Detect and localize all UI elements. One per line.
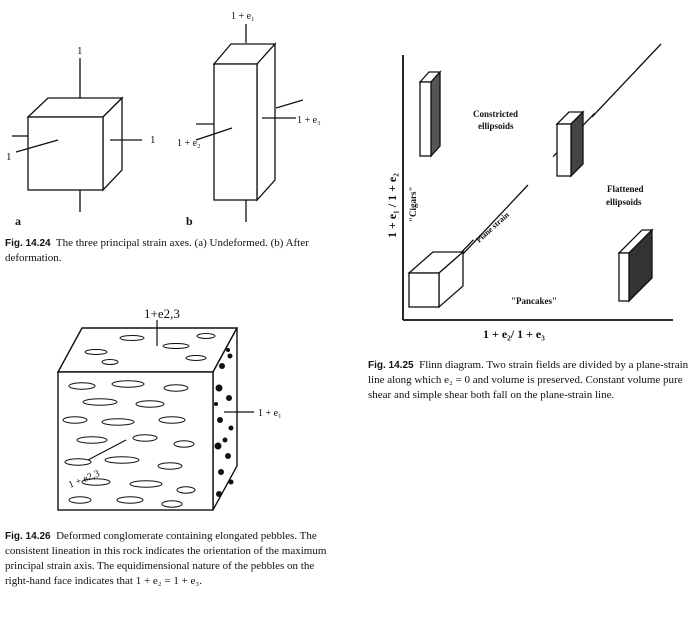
elongated-pebble — [82, 398, 118, 406]
caption-fig-14-26: Fig. 14.26 Deformed conglomerate contain… — [5, 529, 340, 589]
round-pebble — [228, 479, 234, 485]
flinn-x-axis-label: 1 + e₂/ 1 + e₃ — [483, 327, 545, 341]
round-pebble — [214, 442, 222, 450]
elongated-pebble — [176, 486, 196, 494]
round-pebble — [219, 363, 225, 369]
axis-one-top: 1 — [77, 45, 83, 57]
elongated-pebble — [157, 462, 183, 470]
round-pebble — [228, 425, 234, 431]
flinn-y-axis-label: 1 + e₁ / 1 + e₂ — [385, 173, 399, 238]
elongated-pebble — [135, 400, 165, 408]
axis-one-right: 1 — [150, 134, 156, 146]
caption-fig-14-24-text: The three principal strain axes. (a) Und… — [5, 237, 309, 264]
caption-fig-14-25-number: Fig. 14.25 — [368, 360, 414, 371]
round-pebble — [227, 353, 233, 359]
elongated-pebble — [119, 335, 145, 341]
elongated-pebble — [162, 343, 190, 349]
plane-strain-line — [431, 43, 662, 284]
round-pebble — [215, 384, 223, 392]
round-pebble — [222, 437, 228, 443]
caption-fig-14-24: Fig. 14.24 The three principal strain ax… — [5, 236, 330, 266]
round-pebble — [225, 453, 231, 459]
round-pebble — [217, 417, 223, 423]
elongated-pebble — [116, 496, 144, 504]
elongated-pebble — [81, 478, 111, 486]
elongated-pebble — [68, 382, 96, 390]
elongated-pebble — [101, 418, 135, 426]
elongated-pebble — [64, 458, 92, 466]
elongated-pebble — [163, 384, 189, 392]
axis-one-left: 1 — [6, 151, 12, 163]
flattened-label-line2: ellipsoids — [606, 197, 642, 207]
pancakes-label: "Pancakes" — [511, 296, 557, 306]
constricted-ellipsoid-shape — [555, 110, 585, 178]
caption-fig-14-25-text: Flinn diagram. Two strain fields are div… — [368, 359, 689, 401]
round-pebble — [218, 469, 224, 475]
panel-label-b: b — [186, 214, 193, 228]
elongated-pebble — [111, 380, 145, 388]
fig-14-26-right-label: 1 + e₁ — [258, 408, 282, 419]
constricted-label-line1: Constricted — [473, 109, 518, 119]
elongated-pebble — [62, 416, 88, 424]
elongated-pebble — [173, 440, 195, 448]
axis-e2-label: 1 + e₂ — [177, 138, 201, 149]
caption-fig-14-24-number: Fig. 14.24 — [5, 238, 51, 249]
flinn-diagram — [402, 43, 673, 321]
axis-e3-label: 1 + e₃ — [297, 115, 321, 126]
round-pebble — [226, 395, 232, 401]
round-pebble — [216, 491, 222, 497]
elongated-pebble — [161, 500, 183, 508]
elongated-pebble — [104, 456, 140, 464]
caption-fig-14-26-number: Fig. 14.26 — [5, 531, 51, 542]
fig-14-24b-prism — [195, 24, 304, 222]
elongated-pebble — [76, 436, 108, 444]
equidimensional-pebbles — [214, 348, 234, 497]
elongated-pebble — [101, 359, 119, 365]
cigar-shape — [418, 70, 442, 158]
elongated-pebbles — [62, 333, 216, 508]
flattened-ellipsoid-shape — [617, 228, 654, 303]
flattened-label-line1: Flattened — [607, 184, 644, 194]
elongated-pebble — [185, 355, 207, 361]
elongated-pebble — [196, 333, 216, 339]
fig-14-24a-cube — [12, 58, 142, 212]
plane-strain-cube — [407, 250, 465, 309]
fig-14-26-axis-lines — [87, 320, 254, 461]
panel-label-a: a — [15, 214, 21, 228]
fig-14-26-top-label: 1+e2,3 — [144, 306, 180, 321]
elongated-pebble — [129, 480, 163, 488]
caption-fig-14-26-text: Deformed conglomerate containing elongat… — [5, 530, 327, 587]
cigars-label: "Cigars" — [408, 187, 418, 223]
elongated-pebble — [132, 434, 158, 442]
elongated-pebble — [84, 349, 108, 355]
plane-strain-label: Plane strain — [474, 210, 511, 245]
constricted-label-line2: ellipsoids — [478, 121, 514, 131]
caption-fig-14-25: Fig. 14.25 Flinn diagram. Two strain fie… — [368, 358, 693, 403]
elongated-pebble — [68, 496, 92, 504]
axis-e1-label: 1 + e₁ — [231, 11, 255, 22]
elongated-pebble — [158, 416, 186, 424]
round-pebble — [226, 348, 230, 352]
round-pebble — [214, 402, 218, 406]
